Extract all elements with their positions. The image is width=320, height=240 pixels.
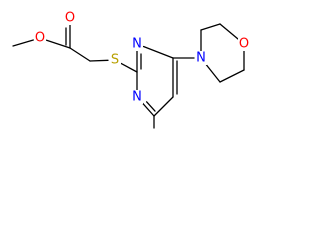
atom-label-o-ester: O [35, 31, 45, 46]
bond-c_methyl_ester-o_ester [12, 39, 34, 47]
atom-label-o-carbonyl: O [65, 11, 75, 26]
atom-label-background [131, 90, 143, 104]
atom-label-n-morpholine: N [196, 51, 206, 66]
bond-c_m3-c_m4 [219, 69, 245, 83]
atom-label-n1: N [132, 90, 142, 105]
bond-c_m2-o_morpholine [219, 23, 240, 41]
bond-c_m4-n_morpholine [204, 62, 221, 83]
bond-c_methylene-s_thioether [89, 59, 109, 62]
bond-c_m1-c_m2 [200, 23, 221, 31]
atom-label-s-thioether: S [111, 53, 119, 68]
atom-label-o-morpholine: O [239, 37, 249, 52]
bond-c5-c6 [153, 96, 174, 117]
atom-label-background [109, 53, 121, 67]
bond-layer [12, 23, 245, 129]
bond-n3-c4 [142, 45, 174, 59]
bond-c6-n1 [141, 101, 155, 117]
atom-label-n3: N [132, 37, 142, 52]
bond-c_carbonyl-c_methylene [69, 47, 91, 62]
bond-s_thioether-c2 [120, 62, 138, 73]
bond-c6-n1-second-line [145, 101, 156, 112]
atom-label-background [131, 37, 143, 51]
atom-label-background [195, 51, 207, 65]
atom-label-background [64, 11, 76, 25]
atom-label-background [34, 31, 46, 45]
atom-label-background [238, 37, 250, 51]
bond-o_ester-c_carbonyl [45, 39, 71, 49]
